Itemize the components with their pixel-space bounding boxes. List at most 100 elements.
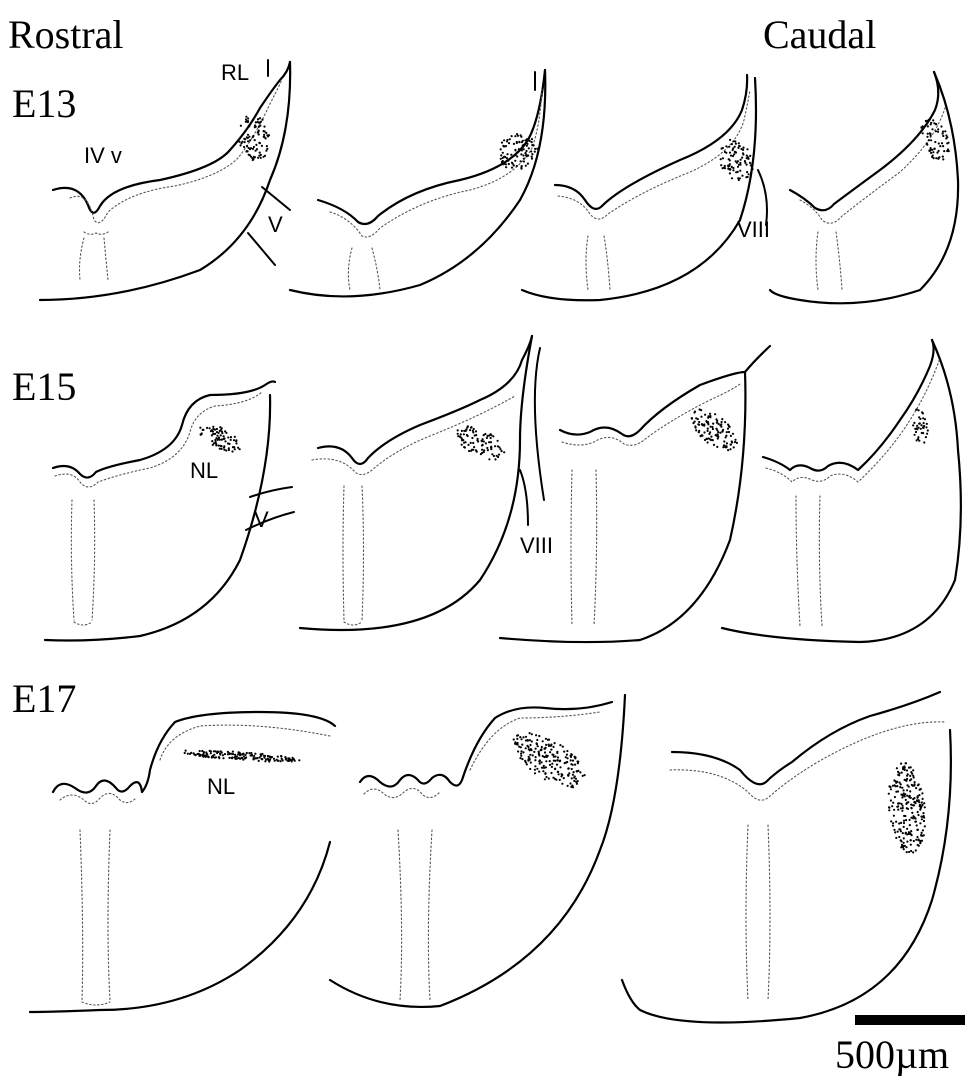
neuron-dot: [493, 455, 495, 457]
neuron-dot: [897, 831, 899, 833]
neuron-dot: [500, 154, 502, 156]
neuron-dot: [724, 421, 726, 423]
neuron-dot: [725, 435, 727, 437]
neuron-dot: [895, 837, 897, 839]
neuron-dot: [910, 771, 912, 773]
neuron-dot: [526, 143, 528, 145]
neuron-dot: [751, 163, 753, 165]
neuron-dot: [700, 416, 702, 418]
neuron-dot: [218, 757, 220, 759]
neuron-dot: [509, 138, 511, 140]
neuron-dot: [557, 759, 559, 761]
neuron-dot: [565, 756, 567, 758]
neuron-dot: [919, 422, 921, 424]
neuron-dot: [264, 155, 266, 157]
neuron-dot: [551, 763, 553, 765]
neuron-dot: [259, 152, 261, 154]
neuron-dot: [245, 116, 247, 118]
neuron-dot: [932, 151, 934, 153]
neuron-dot: [716, 422, 718, 424]
neuron-dot: [900, 846, 902, 848]
neuron-dot: [214, 429, 216, 431]
neuron-dot: [920, 428, 922, 430]
neuron-dot: [912, 815, 914, 817]
neuron-dot: [910, 844, 912, 846]
neuron-dot: [551, 766, 553, 768]
neuron-dot: [259, 756, 261, 758]
neuron-dot: [728, 425, 730, 427]
neuron-dot: [915, 849, 917, 851]
neuron-dot: [527, 155, 529, 157]
neuron-dot: [900, 822, 902, 824]
neuron-dot: [267, 755, 269, 757]
neuron-dot: [200, 434, 202, 436]
e13-section-4: [770, 72, 958, 303]
neuron-dot: [544, 773, 546, 775]
neuron-dot: [500, 148, 502, 150]
e13-section-2: [290, 70, 545, 296]
neuron-dot: [905, 762, 907, 764]
neuron-dot: [546, 756, 548, 758]
neuron-dot: [938, 142, 940, 144]
neuron-dot: [242, 753, 244, 755]
neuron-dot: [209, 750, 211, 752]
neuron-dot: [901, 803, 903, 805]
neuron-dot: [457, 433, 459, 435]
neuron-dot: [545, 766, 547, 768]
neuron-dot: [537, 745, 539, 747]
caudal-label: Caudal: [763, 12, 876, 57]
neuron-dot: [246, 136, 248, 138]
neuron-dot: [698, 421, 700, 423]
neuron-dot: [531, 153, 533, 155]
neuron-dot: [249, 139, 251, 141]
neuron-dot: [259, 142, 261, 144]
neuron-dot: [514, 135, 516, 137]
neuron-dot: [542, 740, 544, 742]
neuron-dot: [918, 416, 920, 418]
neuron-dot: [538, 754, 540, 756]
neuron-dot: [900, 807, 902, 809]
neuron-dot: [543, 767, 545, 769]
neuron-dot: [245, 118, 247, 120]
neuron-dot: [518, 746, 520, 748]
neuron-dot: [517, 750, 519, 752]
neuron-dot: [292, 757, 294, 759]
neuron-dot: [559, 744, 561, 746]
neuron-dot: [923, 816, 925, 818]
neuron-dot: [471, 449, 473, 451]
neuron-dot: [731, 177, 733, 179]
neuron-dot: [741, 175, 743, 177]
neuron-dot: [470, 426, 472, 428]
neuron-dot: [503, 451, 505, 453]
neuron-dot: [737, 147, 739, 149]
neuron-dot: [740, 159, 742, 161]
neuron-dot: [252, 159, 254, 161]
neuron-dot: [209, 427, 211, 429]
neuron-dot: [525, 165, 527, 167]
neuron-dot: [228, 757, 230, 759]
neuron-dot: [916, 428, 918, 430]
neuron-dot: [273, 758, 275, 760]
neuron-dot: [888, 785, 890, 787]
neuron-dot: [729, 139, 731, 141]
neuron-dot: [930, 135, 932, 137]
neuron-dot: [717, 437, 719, 439]
neuron-dot: [464, 446, 466, 448]
neuron-dot: [511, 167, 513, 169]
neuron-dot: [235, 442, 237, 444]
neuron-dot: [934, 141, 936, 143]
neuron-dot: [536, 739, 538, 741]
neuron-dot: [746, 164, 748, 166]
neuron-dot: [223, 435, 225, 437]
neuron-dot: [473, 428, 475, 430]
neuron-dot: [727, 165, 729, 167]
neuron-dot: [550, 772, 552, 774]
neuron-dot: [483, 440, 485, 442]
neuron-dot: [521, 165, 523, 167]
neuron-dot: [285, 758, 287, 760]
neuron-dot: [501, 161, 503, 163]
neuron-dot: [576, 781, 578, 783]
neuron-dot: [909, 790, 911, 792]
neuron-dot: [924, 825, 926, 827]
neuron-dot: [925, 426, 927, 428]
